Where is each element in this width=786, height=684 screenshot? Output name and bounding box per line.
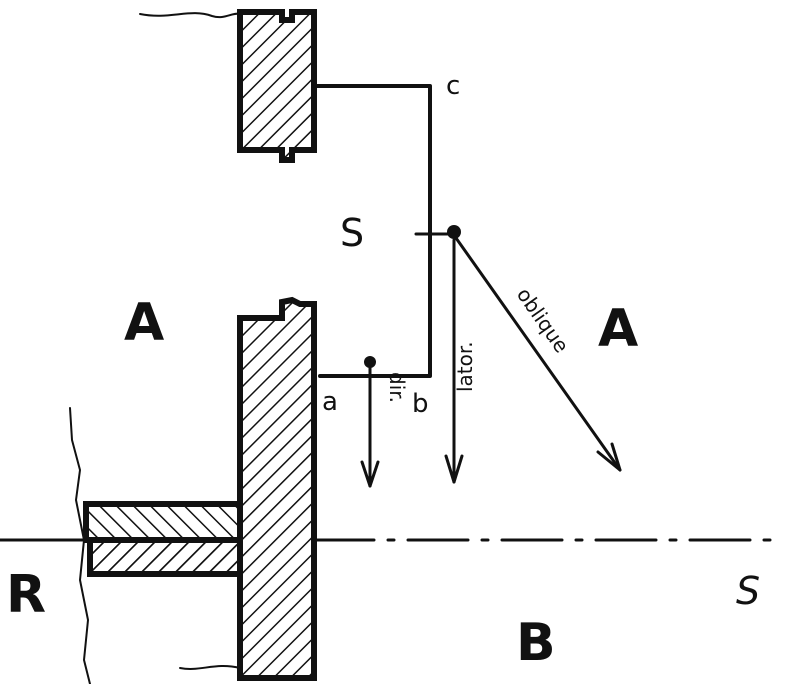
horizontal-arm xyxy=(83,501,243,577)
corner-label-b: b xyxy=(412,389,429,419)
lower-hatched-post xyxy=(87,296,317,681)
arrow-lateral xyxy=(444,238,464,484)
corner-label-a: a xyxy=(322,387,338,417)
region-label-lower: B xyxy=(516,613,556,673)
upper-hatched-block xyxy=(139,9,317,163)
arrow-label-direct: dir. xyxy=(385,372,409,403)
point-label-s: S xyxy=(340,211,364,255)
arrow-oblique xyxy=(454,236,622,472)
axis-label-s: S xyxy=(736,569,760,613)
region-label-upper-right: A xyxy=(598,299,638,359)
axis-label-r: R xyxy=(6,565,46,625)
arrow-label-lateral: lator. xyxy=(453,341,477,392)
arrow-label-oblique: oblique xyxy=(512,283,574,357)
corner-label-c: c xyxy=(446,71,460,101)
arrow-direct xyxy=(360,360,380,488)
region-label-upper-left: A xyxy=(124,293,164,353)
torn-edge-bottom xyxy=(179,665,241,670)
point-s-dot xyxy=(447,225,461,239)
path-abc xyxy=(312,84,432,378)
